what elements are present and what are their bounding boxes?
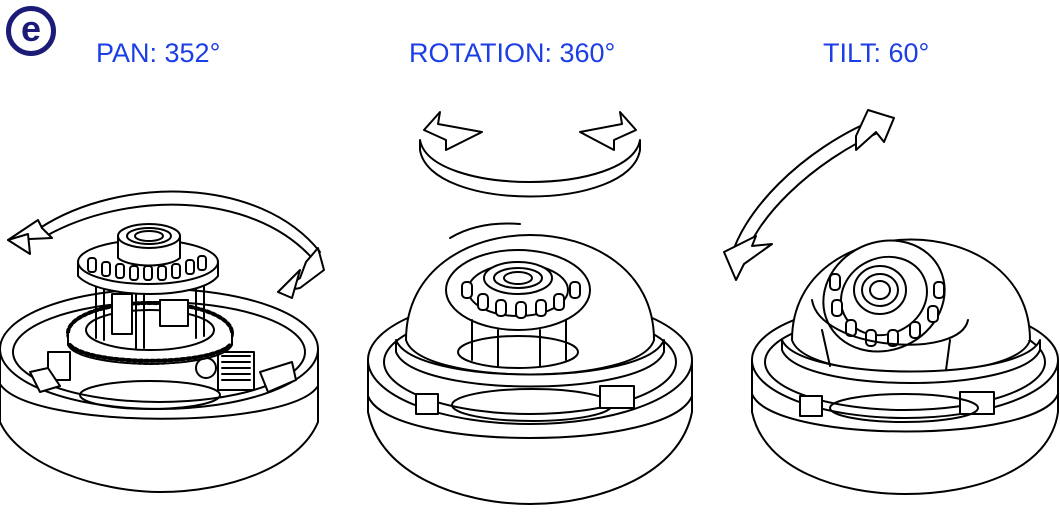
tilt-arrow-icon (723, 109, 895, 281)
rotation-ir-assembly (445, 249, 591, 369)
step-badge: e (6, 6, 56, 56)
tilt-caption: TILT: 60° (823, 38, 930, 68)
pan-caption: PAN: 352° (96, 38, 221, 68)
pan-posts (95, 283, 205, 349)
pan-inner-mechanics (29, 351, 297, 410)
tilt-camera-illustration (723, 109, 1059, 495)
rotation-caption: ROTATION: 360° (409, 38, 616, 68)
step-letter: e (20, 7, 42, 49)
rotation-camera-illustration (367, 111, 693, 505)
rotation-arrow-icon (419, 111, 641, 198)
pan-arrow-icon (7, 190, 325, 299)
tilt-ir-assembly (811, 239, 969, 371)
pan-gear-ring (66, 301, 234, 365)
pan-lens (117, 223, 181, 267)
pan-camera-illustration (0, 190, 325, 493)
